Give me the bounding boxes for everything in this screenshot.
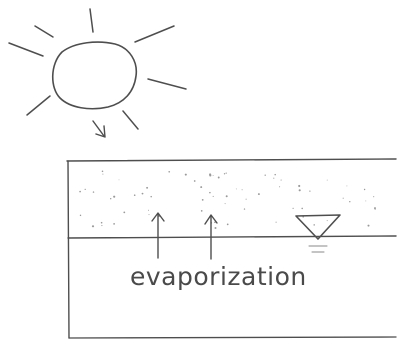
water-table-line <box>67 235 397 239</box>
sun-icon <box>8 8 187 138</box>
soil-speck <box>225 195 228 198</box>
sunlight-arrow <box>92 120 106 138</box>
soil-speck <box>91 225 95 228</box>
ground-surface-line <box>66 158 397 162</box>
soil-speck <box>212 195 214 197</box>
soil-speck <box>214 226 217 230</box>
soil-speck <box>150 195 152 198</box>
soil-speck <box>200 186 203 189</box>
soil-speck <box>365 200 367 202</box>
soil-speck <box>235 188 237 190</box>
soil-speck <box>193 180 196 182</box>
soil-speck <box>363 188 366 191</box>
sun-ray <box>147 78 187 90</box>
soil-speck <box>79 214 82 217</box>
water-table-symbol-icon <box>295 214 341 253</box>
soil-speck <box>279 186 281 188</box>
soil-speck <box>313 224 315 226</box>
soil-speck <box>141 192 144 195</box>
soil-speck <box>212 174 214 176</box>
soil-speck <box>200 210 203 212</box>
soil-speck <box>101 225 103 227</box>
soil-speck <box>301 207 303 210</box>
soil-speck <box>113 195 116 198</box>
soil-speck <box>209 173 212 176</box>
soil-speck <box>326 220 328 222</box>
soil-speck <box>184 173 187 176</box>
soil-speck <box>148 214 150 216</box>
soil-speck <box>292 207 294 209</box>
sun-ray <box>134 25 175 43</box>
ground-bottom-line <box>68 336 397 339</box>
evaporization-label: evaporization <box>130 262 307 291</box>
soil-speck <box>146 186 149 189</box>
evaporation-arrow <box>151 212 165 259</box>
sun-ray <box>122 110 139 130</box>
soil-speck <box>225 172 227 174</box>
ground-box <box>66 158 397 339</box>
soil-speck <box>79 190 81 193</box>
soil-speck <box>274 173 276 176</box>
soil-speck <box>298 189 301 192</box>
soil-speck <box>326 179 328 181</box>
soil-speck <box>243 208 246 210</box>
soil-speck <box>209 191 211 194</box>
soil-speck <box>280 179 282 181</box>
soil-speck <box>118 179 120 181</box>
soil-speck <box>298 184 301 188</box>
soil-speck <box>273 177 275 179</box>
soil-speck <box>346 185 348 187</box>
sun-ray <box>8 42 44 57</box>
soil-speck <box>374 207 376 210</box>
soil-speck <box>84 188 86 191</box>
soil-speck <box>217 176 220 179</box>
soil-speck <box>309 190 311 192</box>
soil-speck <box>113 223 115 225</box>
soil-speck <box>374 208 376 211</box>
evaporation-arrow <box>204 214 218 260</box>
soil-speck <box>373 196 375 198</box>
evaporation-arrows <box>151 212 218 260</box>
sun-ray <box>34 25 54 38</box>
soil-speck <box>168 170 171 173</box>
soil-speck <box>102 173 104 175</box>
soil-speck <box>241 189 243 191</box>
sun-rays <box>8 8 187 130</box>
soil-speck <box>133 194 136 196</box>
soil-speck <box>147 209 150 211</box>
soil-speck <box>342 197 344 199</box>
soil-speck <box>223 173 226 175</box>
soil-speck <box>110 198 112 200</box>
soil-speck <box>349 201 351 203</box>
soil-speck <box>224 203 226 205</box>
soil-speck <box>101 170 104 173</box>
sun-disc <box>51 41 138 110</box>
soil-speck <box>201 199 204 201</box>
soil-speck <box>92 191 95 193</box>
ground-left-edge <box>67 160 70 339</box>
sun-ray <box>89 8 94 33</box>
soil-speck <box>226 223 229 226</box>
sun-ray <box>26 95 51 116</box>
soil-speck <box>264 174 266 176</box>
soil-speck <box>245 198 247 200</box>
soil-speck <box>257 193 260 196</box>
soil-speck <box>100 221 103 224</box>
soil-speck <box>367 224 370 227</box>
soil-speck <box>123 211 126 214</box>
soil-speckles <box>79 170 376 230</box>
soil-speck <box>275 221 277 223</box>
